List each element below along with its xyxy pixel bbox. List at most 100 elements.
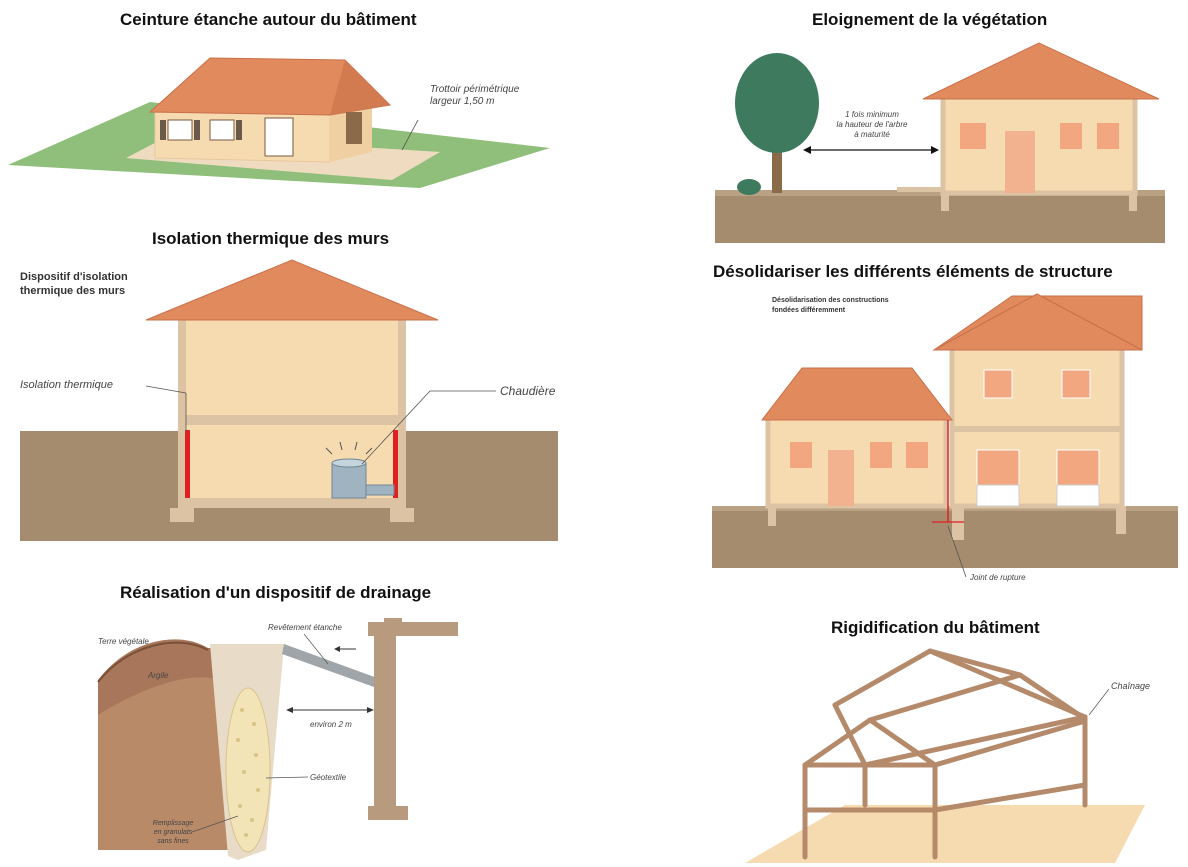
tree-crown	[735, 53, 819, 153]
foundation-wall	[374, 630, 396, 810]
distance-arrow-right	[367, 707, 374, 713]
tall-house-roof-peak	[933, 293, 1143, 351]
house-roof	[922, 42, 1160, 100]
ceinture-label-2: largeur 1,50 m	[430, 96, 494, 107]
terre-label: Terre végétale	[98, 637, 149, 646]
window	[1097, 123, 1119, 149]
floor-slab-bottom	[178, 498, 406, 508]
wall-top	[368, 622, 458, 636]
gravel-texture	[236, 708, 260, 837]
house-roof	[145, 259, 439, 321]
waterproof-coating	[282, 644, 388, 692]
ground-top	[715, 190, 1165, 196]
wall-cap	[384, 618, 402, 628]
door	[828, 450, 854, 506]
desolidariser-heading-1: Désolidarisation des constructions	[772, 297, 889, 304]
distance-label: environ 2 m	[310, 720, 352, 729]
isolation-heading-1: Dispositif d'isolation	[20, 271, 128, 283]
leader-line	[401, 119, 419, 151]
isolation-illustration: Dispositif d'isolation thermique des mur…	[20, 259, 558, 541]
clay	[98, 677, 238, 850]
door	[264, 117, 294, 157]
window	[960, 123, 986, 149]
chainage-label: Chaînage	[1111, 681, 1150, 691]
window	[906, 442, 928, 468]
window	[790, 442, 812, 468]
gravel	[225, 687, 271, 853]
ceinture-label-1: Trottoir périmétrique	[430, 84, 520, 95]
remplissage-label-2: en granulats	[154, 829, 193, 836]
leader-remplissage	[191, 815, 239, 833]
flow-arrow-head	[334, 646, 340, 652]
title-desolidariser: Désolidariser les différents éléments de…	[713, 262, 1113, 281]
french-window-bottom	[976, 484, 1020, 507]
arrow-head-left	[803, 146, 811, 154]
door	[1005, 131, 1035, 193]
revetement-label: Revêtement étanche	[268, 623, 342, 632]
tall-house-floor	[952, 426, 1122, 432]
house-upper	[182, 320, 402, 415]
window	[209, 119, 235, 141]
boiler-pipe	[365, 484, 395, 496]
vegetation-illustration: 1 fois minimum la hauteur de l'arbre à m…	[715, 42, 1165, 243]
shutter	[160, 120, 166, 140]
heat-lines	[325, 441, 373, 455]
title-isolation: Isolation thermique des murs	[152, 229, 390, 248]
leader-chainage	[1088, 688, 1110, 716]
title-vegetation: Eloignement de la végétation	[812, 10, 1048, 29]
small-house-roof	[760, 367, 954, 421]
window	[870, 442, 892, 468]
insulation-right	[393, 430, 398, 498]
argile-label: Argile	[147, 671, 169, 680]
joint-label: Joint de rupture	[969, 573, 1026, 582]
foundation-left	[941, 193, 949, 211]
french-window-bottom	[1056, 484, 1100, 507]
topsoil-line	[97, 641, 209, 683]
shutter	[194, 120, 200, 140]
frame-beams	[802, 648, 1088, 860]
leader-geotextile	[265, 776, 309, 779]
distance-arrow-left	[286, 707, 293, 713]
ground	[715, 193, 1165, 243]
boiler-top	[331, 458, 367, 468]
arrow-head-right	[931, 146, 939, 154]
leader-chaudiere	[361, 390, 496, 465]
insulation-left	[185, 430, 190, 498]
roof-gable	[330, 60, 390, 115]
leader-revetement	[303, 633, 329, 665]
title-ceinture: Ceinture étanche autour du bâtiment	[120, 10, 417, 29]
tree-trunk	[772, 125, 782, 193]
footing-right	[1116, 506, 1126, 534]
vegetation-label-3: à maturité	[854, 130, 890, 139]
shutter	[236, 120, 242, 140]
ground	[712, 508, 1178, 568]
leader-isolation	[145, 385, 187, 394]
isolation-label: Isolation thermique	[20, 379, 113, 391]
floor-slab	[745, 805, 1145, 863]
rigidification-illustration: Chaînage	[745, 648, 1150, 863]
remplissage-label-1: Remplissage	[153, 820, 194, 827]
isolation-heading-2: thermique des murs	[20, 285, 125, 297]
footing-left	[170, 508, 194, 522]
title-drainage: Réalisation d'un dispositif de drainage	[120, 583, 432, 602]
footing-middle	[952, 506, 964, 540]
wall-footing	[368, 806, 408, 820]
footing-right	[390, 508, 414, 522]
floor-slab	[182, 415, 402, 425]
bush	[737, 179, 761, 195]
title-rigidification: Rigidification du bâtiment	[831, 618, 1040, 637]
leader-joint	[947, 525, 967, 578]
foundation-right	[1129, 193, 1137, 211]
boiler	[331, 462, 367, 499]
window	[983, 369, 1013, 399]
geotextile-label: Géotextile	[310, 773, 347, 782]
drainage-illustration: Terre végétale Argile Revêtement étanche…	[97, 618, 458, 860]
desolidariser-heading-2: fondées différemment	[772, 307, 846, 314]
window	[1060, 123, 1082, 149]
chaudiere-label: Chaudière	[500, 384, 556, 398]
remplissage-label-3: sans fines	[157, 838, 189, 845]
vegetation-label-1: 1 fois minimum	[845, 110, 899, 119]
desolidariser-illustration: Désolidarisation des constructions fondé…	[712, 293, 1178, 582]
side-door	[346, 112, 362, 144]
vegetation-label-2: la hauteur de l'arbre	[837, 120, 908, 129]
